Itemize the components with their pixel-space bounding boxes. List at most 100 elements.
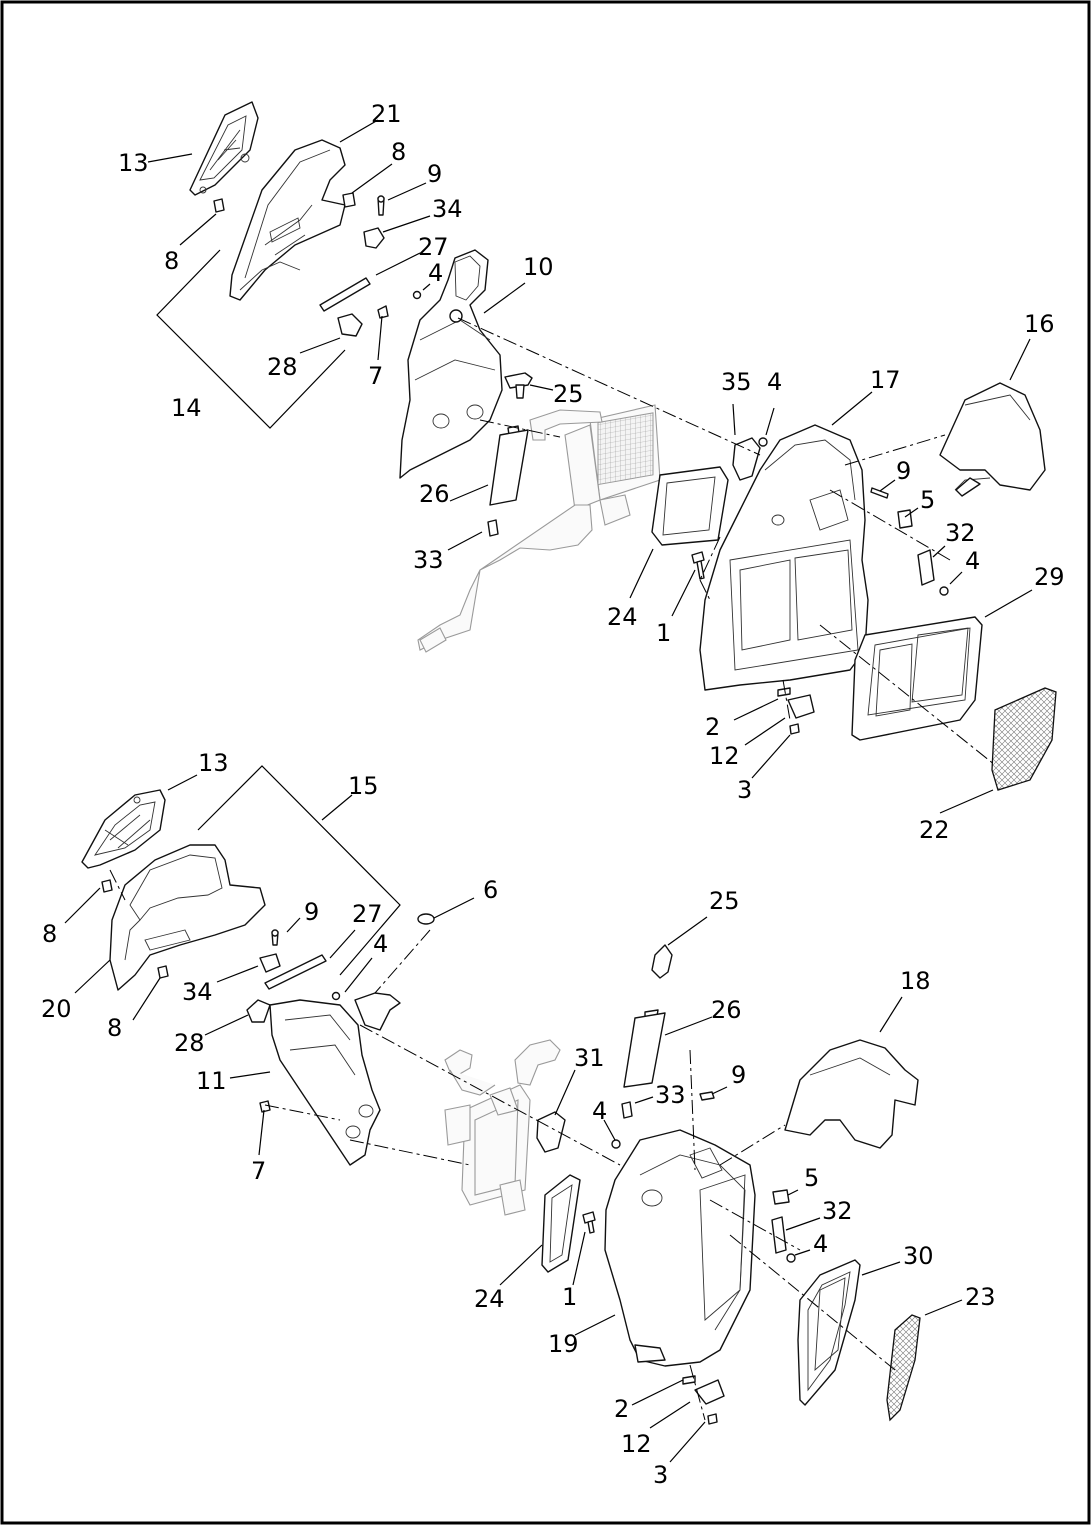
callout-26: 26: [419, 480, 450, 508]
callout-6: 6: [483, 876, 498, 904]
callout-17: 17: [870, 366, 901, 394]
callout-24: 24: [607, 603, 638, 631]
callout-23: 23: [965, 1283, 996, 1311]
callout-33: 33: [655, 1081, 686, 1109]
callout-25: 25: [553, 380, 584, 408]
part-1-screw-lower: [582, 1211, 596, 1234]
callout-13: 13: [118, 149, 149, 177]
upper-clamp-group: [777, 687, 815, 735]
part-26-plate-lower: [623, 1012, 666, 1088]
callout-5: 5: [804, 1164, 819, 1192]
callout-4: 4: [373, 930, 388, 958]
upper-fasteners: [213, 192, 422, 337]
part-21-fairing-cap-upper: [229, 139, 346, 301]
part-17-housing-upper: [699, 424, 869, 691]
part-18-outer-cover-lower: [784, 1039, 919, 1149]
callout-25: 25: [709, 887, 740, 915]
lower-assembly: 13 15 8 9 27 6 4 20 34 8 28 11 7 25 26 1…: [41, 749, 996, 1489]
part-20-fairing-cap-lower: [109, 844, 266, 991]
callout-12: 12: [709, 742, 740, 770]
callout-18: 18: [900, 967, 931, 995]
callout-1: 1: [656, 619, 671, 647]
callout-7: 7: [251, 1157, 266, 1185]
callout-21: 21: [371, 100, 402, 128]
callout-1: 1: [562, 1283, 577, 1311]
group-bracket-15: [197, 765, 401, 976]
callout-4: 4: [965, 547, 980, 575]
callout-2: 2: [614, 1395, 629, 1423]
lower-clamp-group: [682, 1375, 725, 1425]
callout-29: 29: [1034, 563, 1065, 591]
callout-8: 8: [164, 247, 179, 275]
callout-8: 8: [391, 138, 406, 166]
callout-30: 30: [903, 1242, 934, 1270]
callout-9: 9: [304, 898, 319, 926]
callout-10: 10: [523, 253, 554, 281]
callout-15: 15: [348, 772, 379, 800]
callout-2: 2: [705, 713, 720, 741]
part-1-screw-upper: [691, 551, 705, 580]
callout-8: 8: [107, 1014, 122, 1042]
callout-26: 26: [711, 996, 742, 1024]
part-35-bracket: [732, 437, 761, 481]
callout-3: 3: [737, 776, 752, 804]
callout-19: 19: [548, 1330, 579, 1358]
callout-20: 20: [41, 995, 72, 1023]
radiator-upper: [417, 404, 661, 653]
callout-35: 35: [721, 368, 752, 396]
callout-32: 32: [945, 519, 976, 547]
callout-8: 8: [42, 920, 57, 948]
callout-9: 9: [896, 457, 911, 485]
callout-9: 9: [427, 160, 442, 188]
callout-24: 24: [474, 1285, 505, 1313]
part-24-gasket-upper: [651, 466, 729, 546]
alignment-lines-lower: [109, 869, 896, 1421]
part-11-inner-fairing-lower-left: [269, 992, 401, 1166]
part-31-bracket: [536, 1111, 566, 1153]
callout-28: 28: [267, 353, 298, 381]
callout-34: 34: [182, 978, 213, 1006]
alignment-lines-upper: [457, 317, 996, 766]
part-22-grille-upper: [991, 687, 1057, 791]
callout-4: 4: [767, 368, 782, 396]
leader-lines-upper: [147, 119, 1033, 814]
callout-22: 22: [919, 816, 950, 844]
callout-27: 27: [418, 233, 449, 261]
part-13-inner-panel-upper: [189, 101, 259, 196]
part-23-grille-lower: [886, 1314, 921, 1422]
callout-4: 4: [813, 1230, 828, 1258]
callout-14: 14: [171, 394, 202, 422]
callouts-lower: 13 15 8 9 27 6 4 20 34 8 28 11 7 25 26 1…: [41, 749, 996, 1489]
callout-33: 33: [413, 546, 444, 574]
part-16-outer-cover-upper: [939, 382, 1046, 497]
part-13-inner-panel-lower: [81, 789, 166, 869]
part-19-housing-lower: [604, 1129, 756, 1367]
callout-27: 27: [352, 900, 383, 928]
part-26-plate-upper: [489, 429, 529, 506]
callouts-upper: 13 21 8 9 34 8 27 4 10 28 7 14 25 35 4 1…: [118, 100, 1065, 844]
callout-28: 28: [174, 1029, 205, 1057]
callout-32: 32: [822, 1197, 853, 1225]
lower-right-fasteners: [771, 1189, 796, 1263]
callout-13: 13: [198, 749, 229, 777]
callout-3: 3: [653, 1461, 668, 1489]
callout-31: 31: [574, 1044, 605, 1072]
upper-assembly: 13 21 8 9 34 8 27 4 10 28 7 14 25 35 4 1…: [118, 100, 1065, 844]
part-10-inner-fairing-lower-left: [399, 249, 503, 479]
part-25-sensor-lower: [644, 944, 673, 1025]
callout-4: 4: [592, 1097, 607, 1125]
part-30-speaker-box-lower: [797, 1259, 861, 1406]
lower-mid-fasteners: [611, 1091, 715, 1149]
callout-7: 7: [368, 362, 383, 390]
callout-16: 16: [1024, 310, 1055, 338]
part-24-gasket-lower: [541, 1174, 581, 1273]
callout-12: 12: [621, 1430, 652, 1458]
group-bracket-14: [156, 249, 346, 429]
callout-34: 34: [432, 195, 463, 223]
callout-11: 11: [196, 1067, 227, 1095]
callout-4: 4: [428, 259, 443, 287]
part-33-fitting-upper: [487, 519, 499, 537]
callout-9: 9: [731, 1061, 746, 1089]
